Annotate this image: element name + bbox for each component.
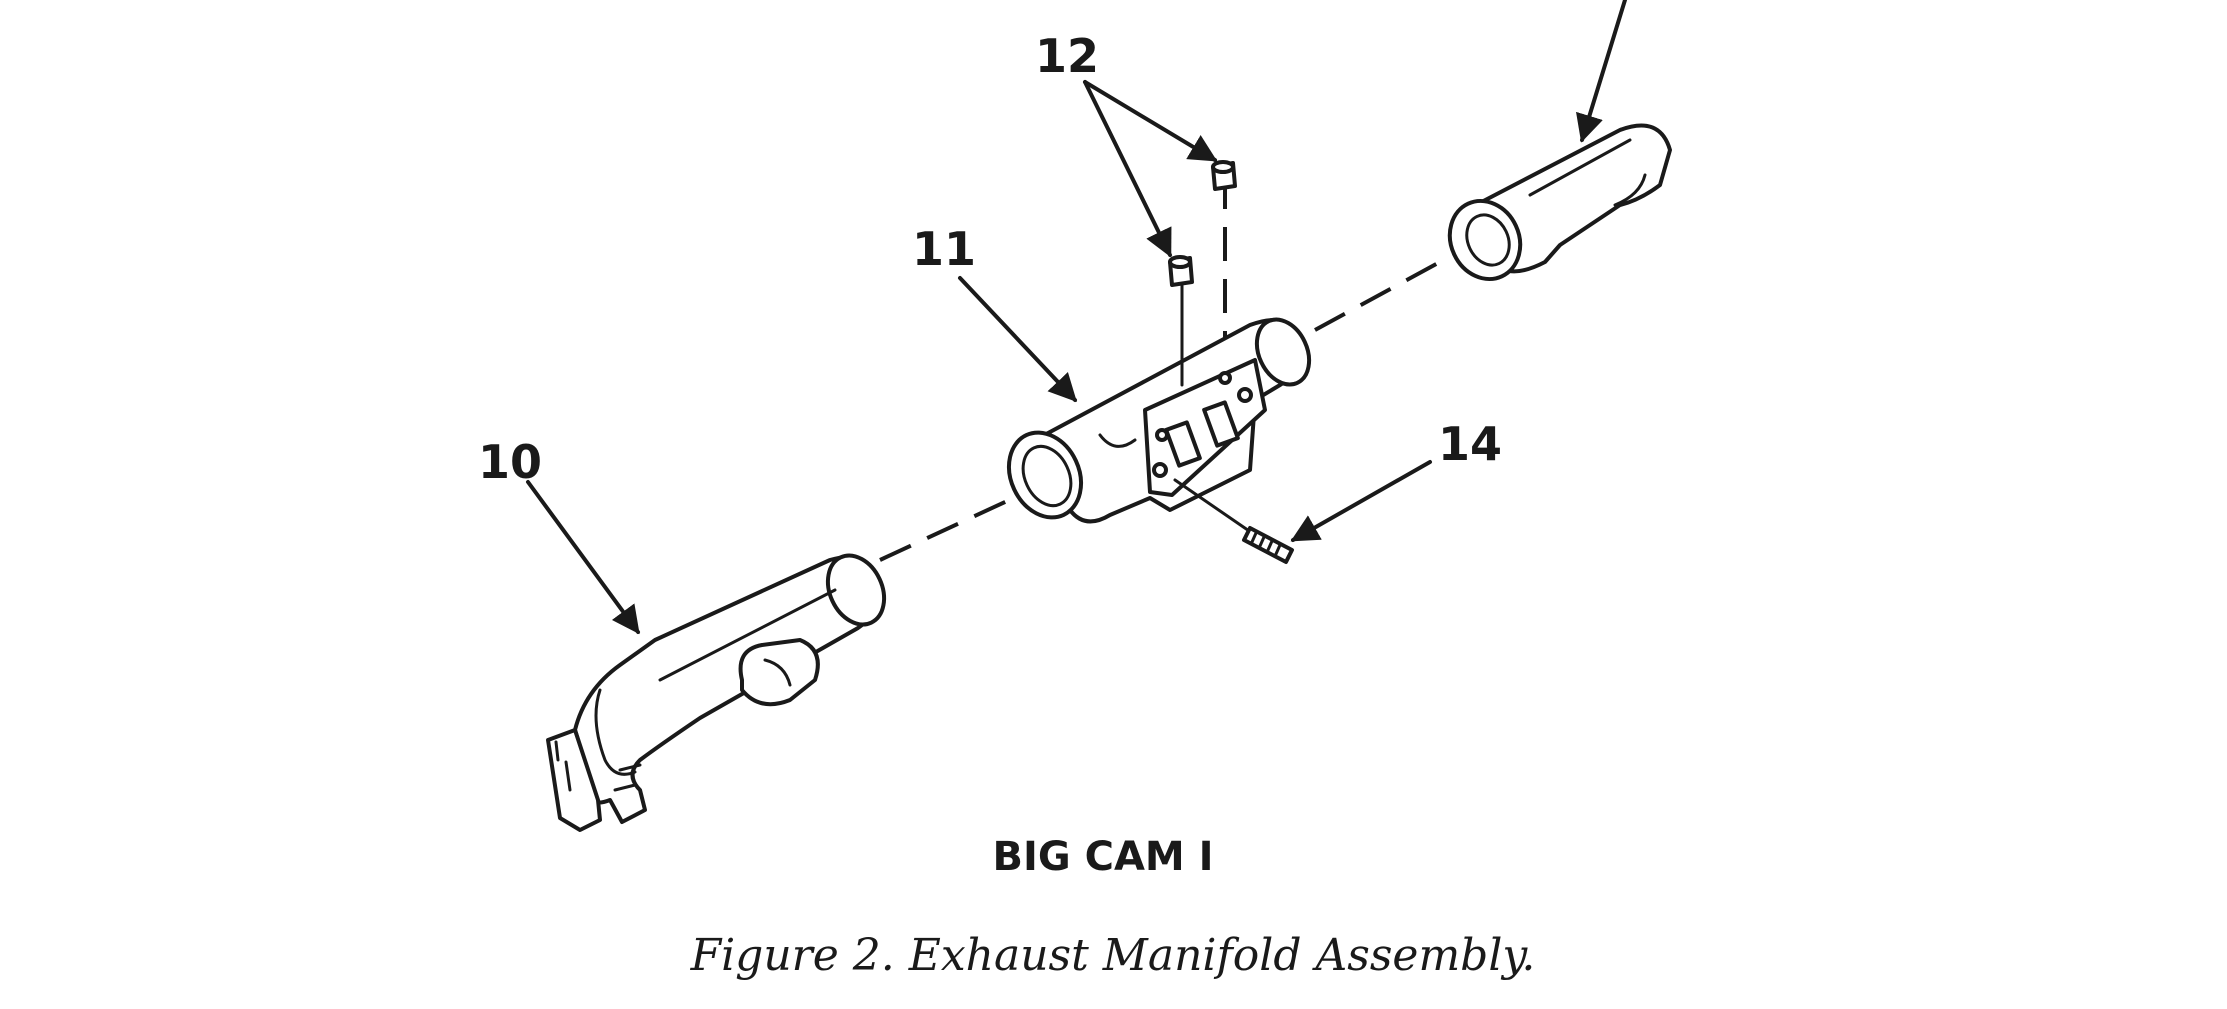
rear-manifold [1447, 123, 1672, 281]
assembly-centerline [879, 175, 1441, 562]
front-manifold-part-10 [546, 553, 887, 832]
center-manifold-part-11 [1007, 317, 1312, 524]
leader-lines [526, 0, 1627, 635]
figure-subtitle: BIG CAM I [992, 834, 1213, 880]
callout-10: 10 [478, 435, 542, 489]
callout-11: 11 [912, 222, 976, 276]
callout-14: 14 [1438, 417, 1502, 471]
figure-caption: Figure 2. Exhaust Manifold Assembly. [690, 930, 1536, 981]
callout-12: 12 [1035, 29, 1099, 83]
stud-part-14 [1173, 478, 1294, 564]
pipe-plugs-part-12 [1168, 160, 1237, 387]
